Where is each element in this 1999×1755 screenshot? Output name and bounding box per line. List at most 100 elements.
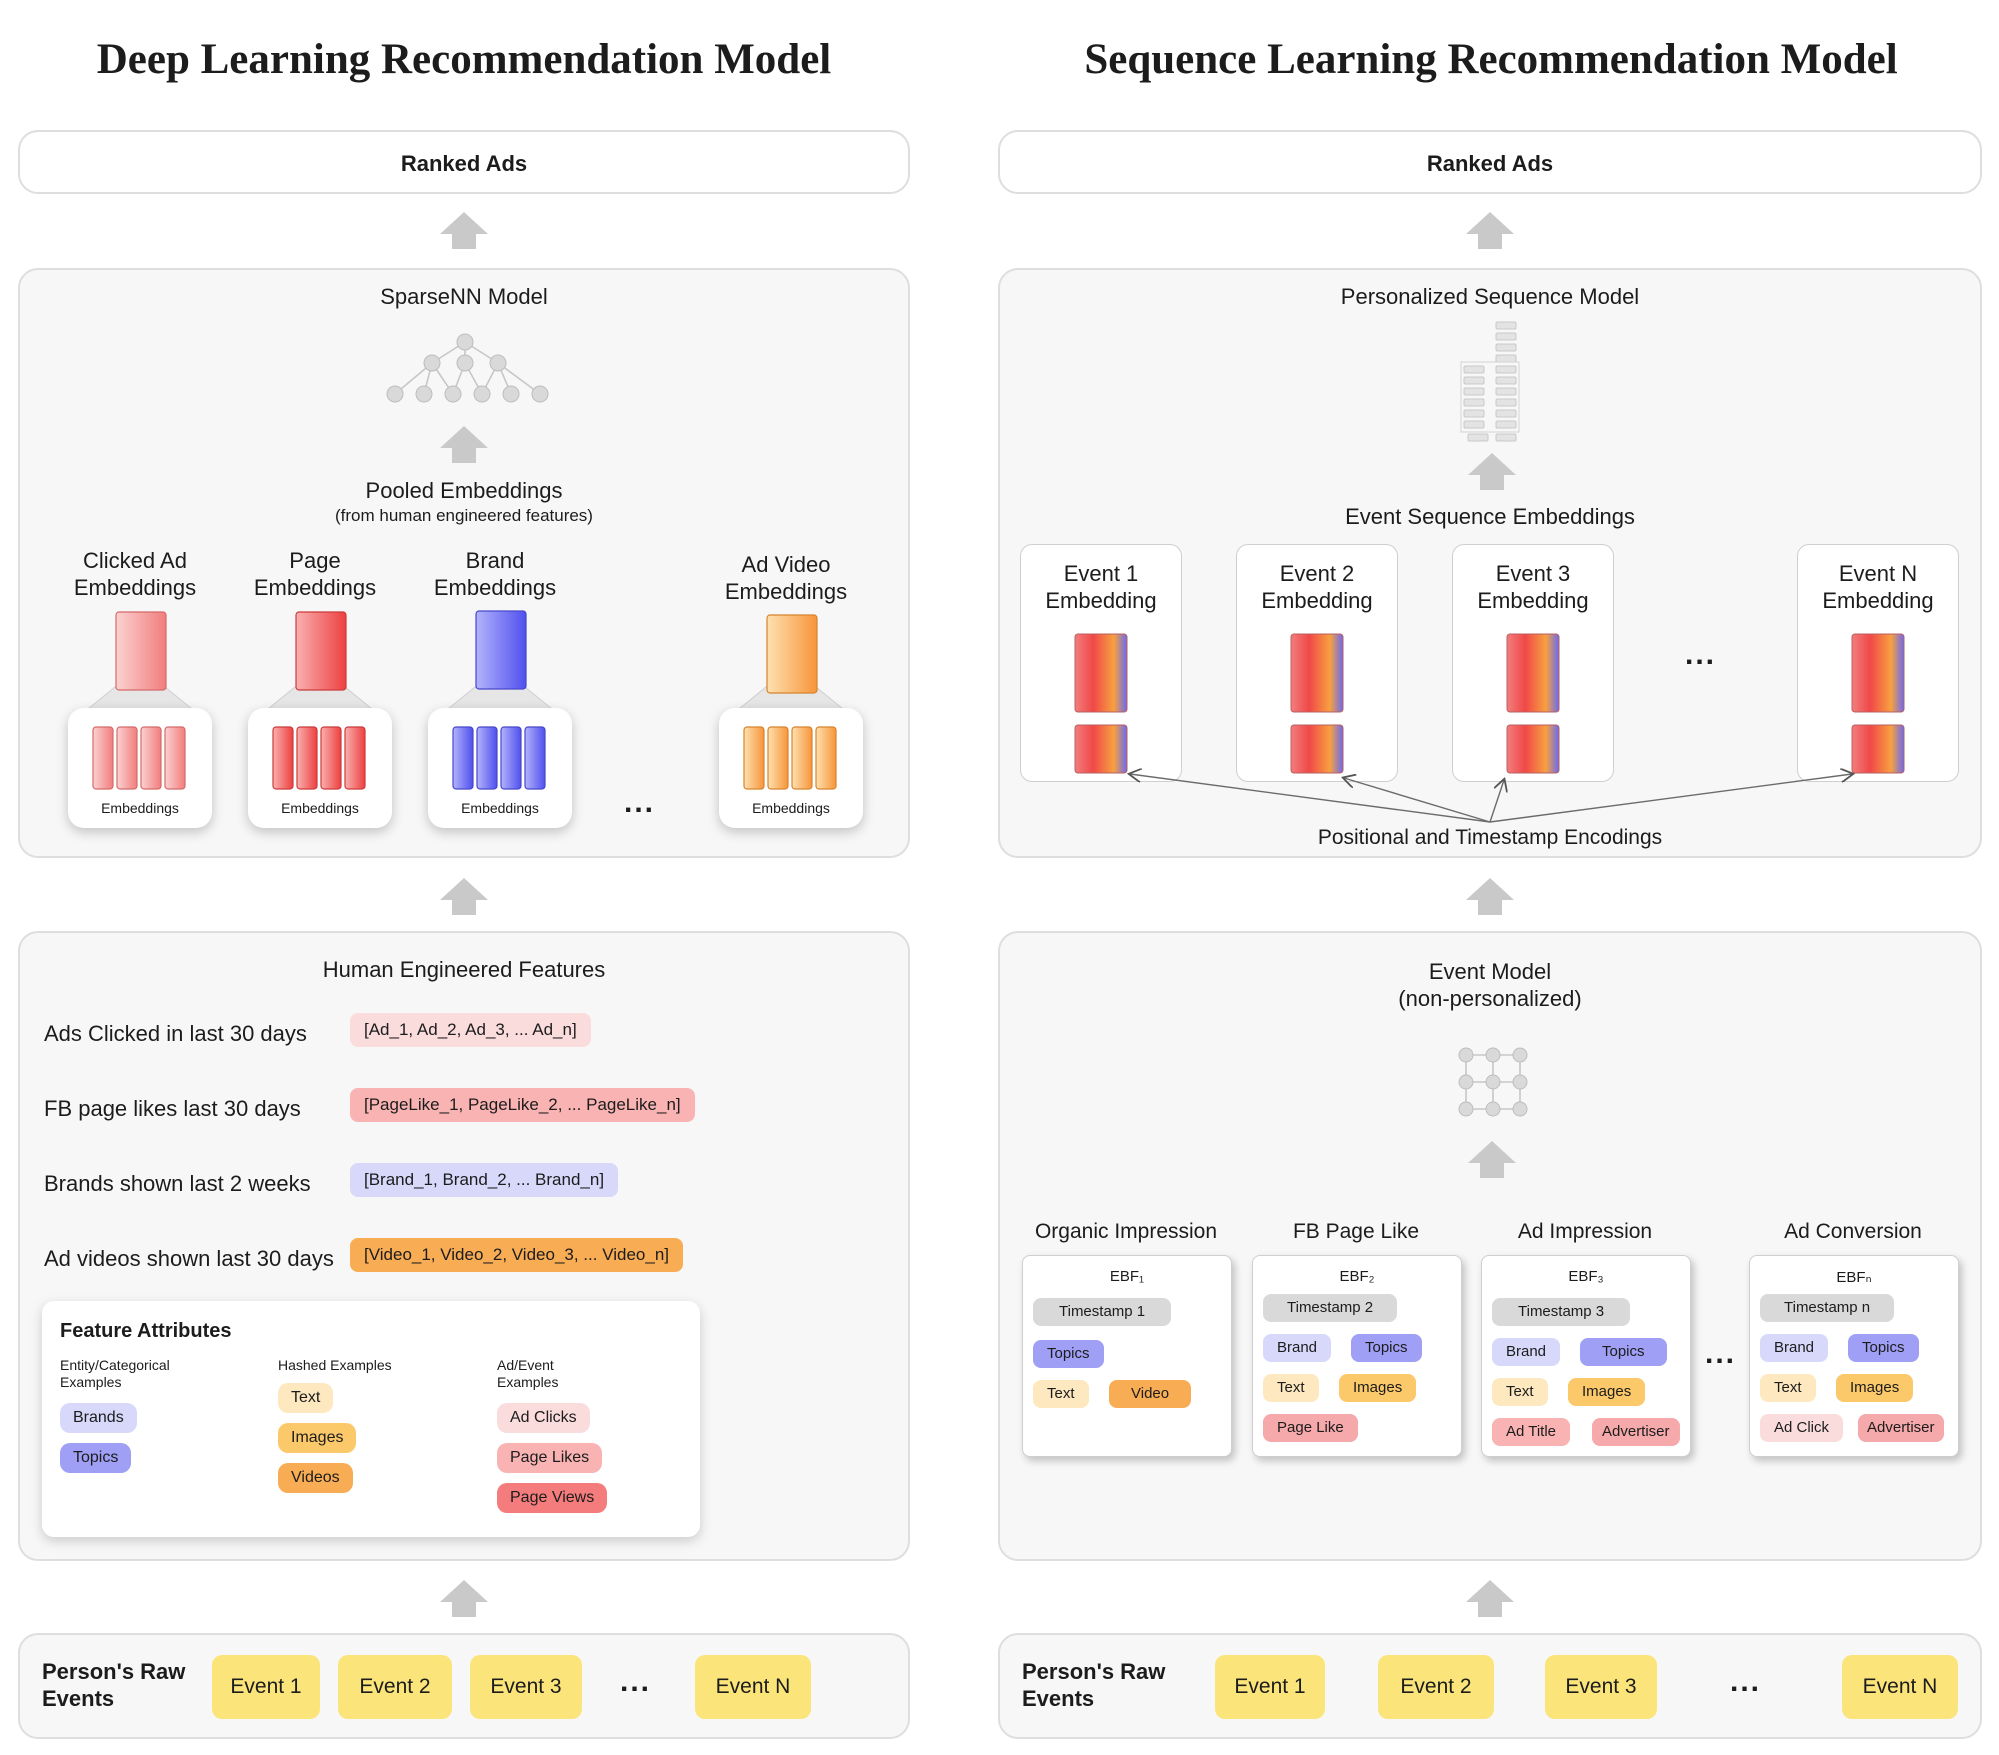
right-ranked-ads-box: Ranked Ads [998, 130, 1982, 194]
tag: Ad Click [1760, 1414, 1844, 1442]
timestamp-tag: Timestamp 2 [1263, 1294, 1398, 1322]
left-raw-events-panel: Person's Raw Events Event 1 Event 2 Even… [18, 1633, 910, 1739]
left-title: Deep Learning Recommendation Model [96, 36, 832, 83]
event-model-grid-icon [1458, 1047, 1528, 1117]
event-category-label: Ad Impression [1517, 1220, 1653, 1243]
event-category-label: Organic Impression [1034, 1220, 1218, 1243]
tag: Advertiser [1858, 1414, 1944, 1442]
event-category-label: FB Page Like [1292, 1220, 1420, 1243]
tag: Text [1760, 1374, 1816, 1402]
tag: Brand [1492, 1338, 1561, 1366]
ebf-label: EBFₙ [1836, 1269, 1872, 1286]
personalized-sequence-model-panel: Personalized Sequence Model Event Sequen… [998, 268, 1982, 858]
event-chip: Event 3 [1545, 1655, 1657, 1719]
feature-attributes-card: Feature Attributes Entity/Categorical Ex… [42, 1301, 700, 1537]
ad-video-embeddings-label: Ad Video Embeddings [724, 552, 848, 604]
feature-name: FB page likes last 30 days [44, 1096, 301, 1121]
feature-attributes-title: Feature Attributes [60, 1320, 232, 1342]
event-embedding-card: Event 1 Embedding [1020, 544, 1182, 782]
event-model-panel: Event Model (non-personalized) Organic I… [998, 931, 1982, 1561]
positional-timestamp-encodings-label: Positional and Timestamp Encodings [1317, 826, 1663, 849]
ellipsis: ... [624, 786, 656, 819]
brand-embeddings-label: Brand Embeddings [433, 548, 557, 600]
tag: Text [1263, 1374, 1319, 1402]
tag: Images [1568, 1378, 1646, 1406]
event-chip: Event 3 [470, 1655, 582, 1719]
transformer-stack-icon [1460, 321, 1520, 442]
event-embedding-card: Event 2 Embedding [1236, 544, 1398, 782]
ebf-card: EBF₃ Timestamp 3 Brand Topics Text Image… [1481, 1255, 1691, 1457]
clicked-ad-embeddings-label: Clicked Ad Embeddings [73, 548, 197, 600]
ebf-label: EBF₃ [1568, 1268, 1604, 1285]
timestamp-tag: Timestamp 3 [1492, 1298, 1631, 1326]
tag: Advertiser [1592, 1418, 1680, 1446]
event-chip: Event 1 [212, 1655, 320, 1719]
left-ranked-ads-label: Ranked Ads [400, 151, 528, 176]
tag: Text [1033, 1380, 1089, 1408]
ebf-card: EBF₂ Timestamp 2 Brand Topics Text Image… [1252, 1255, 1462, 1457]
attribute-column-heading: Entity/Categorical Examples [60, 1357, 170, 1391]
ellipsis: ... [1705, 1337, 1737, 1370]
ad-video-embeddings-card: Embeddings [719, 708, 863, 828]
attribute-tag: Brands [60, 1403, 137, 1433]
tag: Images [1836, 1374, 1914, 1402]
raw-events-label: Person's Raw Events [1022, 1659, 1166, 1711]
arrow-up-icon [440, 212, 488, 252]
embeddings-caption: Embeddings [461, 800, 539, 816]
event-category-label: Ad Conversion [1784, 1220, 1922, 1243]
arrow-up-icon [440, 878, 488, 918]
event-model-title: Event Model (non-personalized) [1398, 959, 1582, 1011]
embeddings-caption: Embeddings [281, 800, 359, 816]
tag: Images [1339, 1374, 1417, 1402]
event-chip: Event 1 [1215, 1655, 1325, 1719]
attribute-tag: Videos [278, 1463, 353, 1493]
tag: Topics [1351, 1334, 1422, 1362]
tag: Brand [1760, 1334, 1829, 1362]
feature-value-chip: [Ad_1, Ad_2, Ad_3, ... Ad_n] [350, 1013, 591, 1047]
pooled-embeddings-subtitle: (from human engineered features) [335, 506, 593, 525]
event-embedding-label: Event 2 Embedding [1261, 561, 1373, 613]
tag: Topics [1033, 1340, 1104, 1368]
timestamp-tag: Timestamp n [1760, 1294, 1895, 1322]
timestamp-tag: Timestamp 1 [1033, 1298, 1172, 1326]
feature-name: Ad videos shown last 30 days [44, 1246, 334, 1271]
ellipsis: ... [1685, 638, 1717, 671]
feature-value-chip: [PageLike_1, PageLike_2, ... PageLike_n] [350, 1088, 695, 1122]
event-chip: Event 2 [1378, 1655, 1494, 1719]
arrow-up-icon [440, 1580, 488, 1620]
attribute-column-heading: Ad/Event Examples [497, 1357, 559, 1391]
pooled-embedding-bars [115, 610, 818, 694]
neural-network-tree-icon [386, 333, 549, 403]
attribute-tag: Page Likes [497, 1443, 603, 1473]
feature-value-chip: [Brand_1, Brand_2, ... Brand_n] [350, 1163, 619, 1197]
event-embedding-card: Event N Embedding [1797, 544, 1959, 782]
attribute-tag: Ad Clicks [497, 1403, 590, 1433]
ebf-card: EBF₁ Timestamp 1 Topics Text Video [1022, 1255, 1232, 1457]
pooled-embeddings-title: Pooled Embeddings [365, 478, 563, 503]
brand-embeddings-card: Embeddings [428, 708, 572, 828]
tag: Text [1492, 1378, 1548, 1406]
pooling-funnels [81, 686, 850, 714]
page-embeddings-label: Page Embeddings [253, 548, 377, 600]
event-embedding-label: Event 3 Embedding [1477, 561, 1589, 613]
clicked-ad-embeddings-card: Embeddings [68, 708, 212, 828]
attribute-tag: Page Views [497, 1483, 608, 1513]
event-embedding-label: Event 1 Embedding [1045, 561, 1157, 613]
embeddings-caption: Embeddings [101, 800, 179, 816]
sparsenn-model-panel: SparseNN Model Pooled Embeddings (from h… [18, 268, 910, 858]
tag: Brand [1263, 1334, 1332, 1362]
arrow-up-icon [1466, 212, 1514, 252]
human-engineered-features-panel: Human Engineered Features Ads Clicked in… [18, 931, 910, 1561]
tag: Ad Title [1492, 1418, 1571, 1446]
attribute-tag: Text [278, 1383, 334, 1413]
event-chip: Event N [695, 1655, 811, 1719]
page-embeddings-card: Embeddings [248, 708, 392, 828]
feature-name: Brands shown last 2 weeks [44, 1171, 311, 1196]
attribute-tag: Topics [60, 1443, 132, 1473]
ellipsis: ... [1730, 1665, 1762, 1698]
arrow-up-icon [1468, 453, 1516, 493]
right-ranked-ads-label: Ranked Ads [1426, 151, 1554, 176]
event-embedding-card: Event 3 Embedding [1452, 544, 1614, 782]
event-sequence-embeddings-title: Event Sequence Embeddings [1345, 504, 1635, 529]
arrow-up-icon [1468, 1141, 1516, 1181]
